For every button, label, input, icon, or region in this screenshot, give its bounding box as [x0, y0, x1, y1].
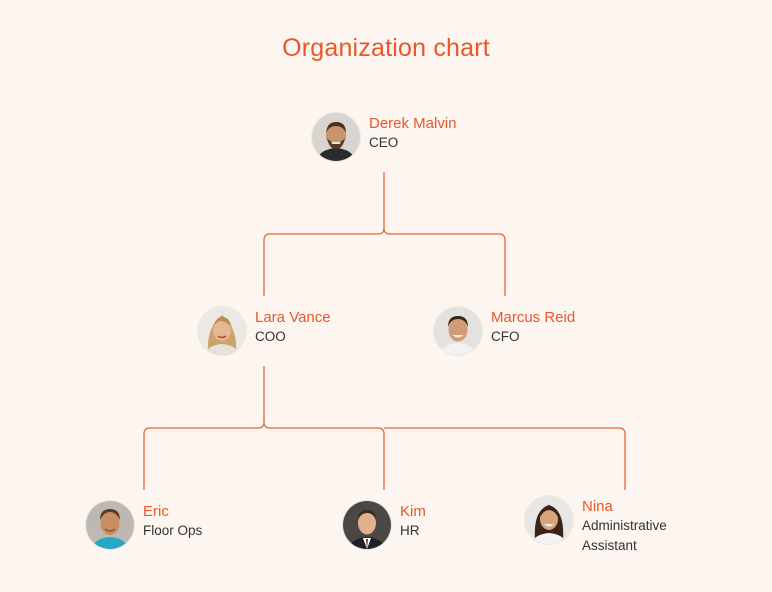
node-role: Floor Ops	[143, 523, 203, 538]
node-cfo[interactable]: Marcus Reid CFO	[434, 307, 575, 355]
connector-ceo-cfo	[383, 227, 506, 296]
connector-coo-kim	[263, 421, 385, 490]
avatar-photo-man-casual-icon	[86, 501, 134, 549]
avatar-photo-man-suit-icon	[343, 501, 391, 549]
node-role: CEO	[369, 135, 399, 150]
chart-title: Organization chart	[282, 34, 490, 62]
avatar-photo-woman-blonde-icon	[198, 307, 246, 355]
node-eric[interactable]: Eric Floor Ops	[86, 501, 202, 549]
node-nina[interactable]: Nina Administrative Assistant	[525, 496, 682, 556]
node-coo[interactable]: Lara Vance COO	[198, 307, 331, 355]
avatar-photo-woman-dark-hair-icon	[525, 496, 573, 544]
node-role: Administrative Assistant	[582, 518, 667, 553]
node-ceo[interactable]: Derek Malvin CEO	[312, 113, 457, 161]
node-name: Lara Vance	[255, 309, 331, 326]
connector-coo-trunk	[143, 366, 265, 490]
node-role: COO	[255, 329, 286, 344]
node-name: Eric	[143, 503, 169, 520]
avatar-photo-man-beard-icon	[312, 113, 360, 161]
avatar-photo-man-smiling-icon	[434, 307, 482, 355]
node-role: CFO	[491, 329, 520, 344]
node-role: HR	[400, 523, 420, 538]
connector-ceo-trunk	[263, 172, 385, 296]
connector-coo-nina	[384, 427, 626, 490]
node-name: Kim	[400, 503, 426, 520]
node-name: Derek Malvin	[369, 115, 457, 132]
node-name: Nina	[582, 498, 613, 515]
node-kim[interactable]: Kim HR	[343, 501, 426, 549]
node-name: Marcus Reid	[491, 309, 576, 326]
